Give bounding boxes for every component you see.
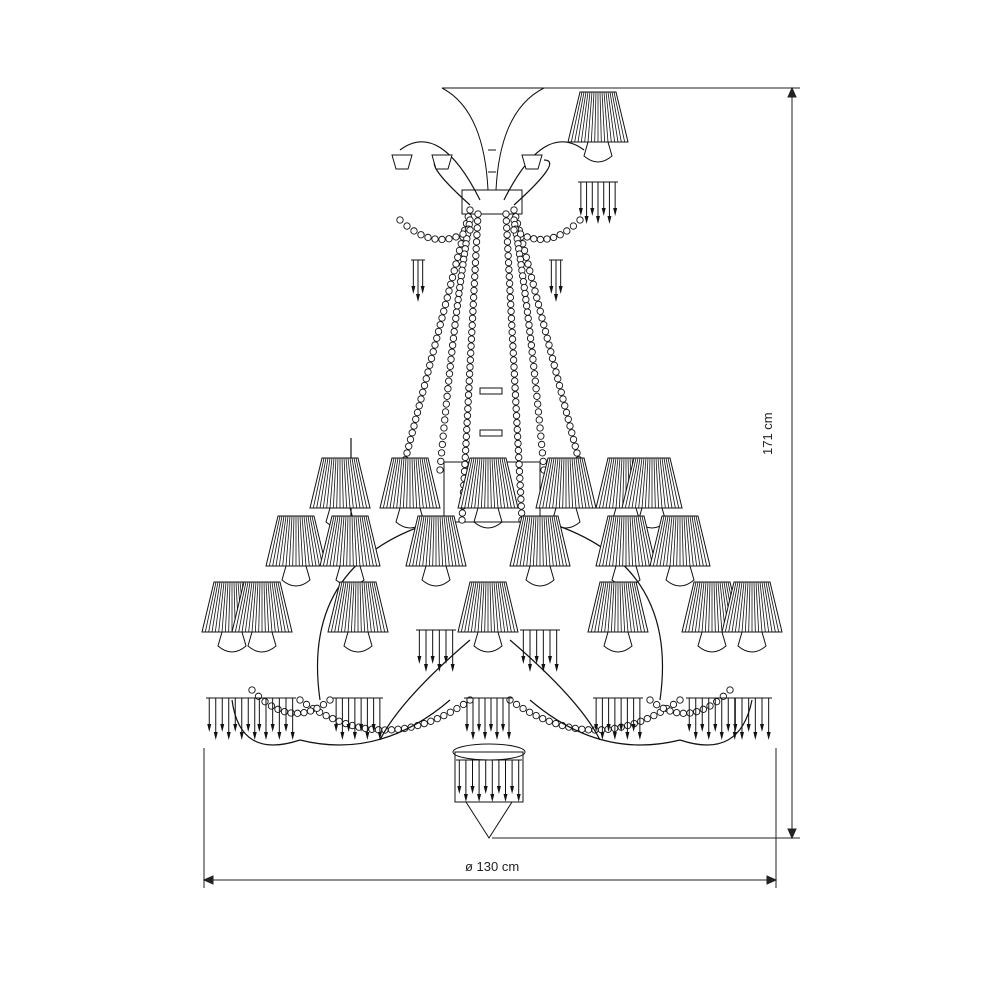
bead-chain [506,696,684,734]
lamp-shade [379,457,441,529]
arm-curve [503,141,585,201]
arm-curve [539,519,664,701]
candle-cup [521,154,543,170]
lamp-shade [649,515,711,587]
pendant-cluster [520,629,560,672]
lamp-shade [327,581,389,653]
pendant-cluster [456,759,522,802]
lamp-shade [509,515,571,587]
bead-chain [248,686,334,717]
arrow-down-icon [787,828,797,840]
lamp-shade [721,581,783,653]
arm-curve [513,159,551,206]
pendant-cluster [333,697,383,740]
arm-curve [509,639,601,741]
bead-chain [510,206,588,484]
pendant-cluster [416,629,456,672]
bead-chain [502,210,526,524]
lamp-shade [567,91,629,163]
pendant-cluster [578,181,618,224]
pendant-cluster [549,259,563,302]
lamp-shade [319,515,381,587]
arm-curve [399,141,481,201]
arm-curve [299,699,451,746]
lamp-shade [231,581,293,653]
arms [231,141,753,746]
lamp-shade [535,457,597,529]
pendant-cluster [593,697,643,740]
lamp-shades [201,91,783,653]
bead-chain [510,216,584,244]
lamp-shade [265,515,327,587]
width-dimension-label: ø 130 cm [465,859,520,874]
crystal-pendants [206,181,772,802]
arm-curve [379,639,471,741]
height-dimension [492,86,800,840]
lamp-shade [457,581,519,653]
candle-cup [391,154,413,170]
arrow-up-icon [787,86,797,98]
lamp-shade [457,457,519,529]
pendant-cluster [206,697,258,740]
bead-chain [396,216,474,244]
candle-cup [431,154,453,170]
arrow-right-icon [766,875,778,885]
lamp-shade [587,581,649,653]
pendant-cluster [732,697,772,740]
arm-curve [529,699,681,746]
lamp-shade [405,515,467,587]
bottom-finial [452,743,526,839]
lamp-shade [595,515,657,587]
pendant-cluster [686,697,738,740]
height-dimension-label: 171 cm [760,412,775,455]
lamp-shade [309,457,371,529]
arrow-left-icon [202,875,214,885]
canopy [441,87,545,191]
pendant-cluster [464,697,512,740]
arm-curve [231,699,301,746]
width-dimension [202,748,778,888]
pendant-cluster [411,259,425,302]
pendant-cluster [256,697,296,740]
arm-curve [679,699,753,746]
